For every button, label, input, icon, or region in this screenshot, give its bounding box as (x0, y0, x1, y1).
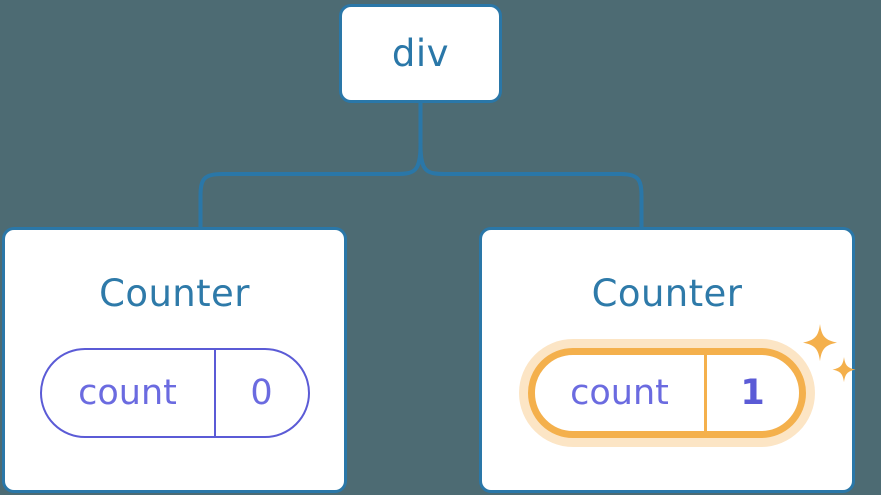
state-pill-left-value-cell: 0 (216, 350, 308, 436)
node-counter-left[interactable]: Counter count 0 (2, 227, 347, 493)
node-counter-right[interactable]: Counter count 1 (479, 227, 856, 493)
state-pill-right-value-cell: 1 (707, 355, 798, 431)
state-pill-right-value: 1 (740, 372, 765, 413)
sparkle-small-icon (832, 357, 856, 383)
state-pill-left[interactable]: count 0 (39, 348, 310, 438)
node-div[interactable]: div (339, 4, 502, 103)
sparkle-icon (803, 324, 837, 362)
edge-root-to-counter-left (198, 143, 423, 231)
state-pill-left-key-cell: count (42, 350, 216, 436)
node-counter-left-title: Counter (99, 272, 250, 315)
state-pill-left-key: count (78, 372, 177, 413)
state-pill-right-wrapper: count 1 (528, 324, 856, 438)
node-div-label: div (391, 32, 450, 75)
sparkle-group (803, 324, 856, 383)
state-pill-right[interactable]: count 1 (528, 348, 806, 438)
state-pill-left-wrapper: count 0 (39, 348, 310, 438)
node-counter-right-title: Counter (591, 272, 743, 315)
state-pill-left-value: 0 (250, 372, 273, 413)
state-pill-right-key: count (570, 372, 669, 413)
edge-root-to-counter-right (418, 143, 644, 231)
state-pill-right-key-cell: count (535, 355, 707, 431)
